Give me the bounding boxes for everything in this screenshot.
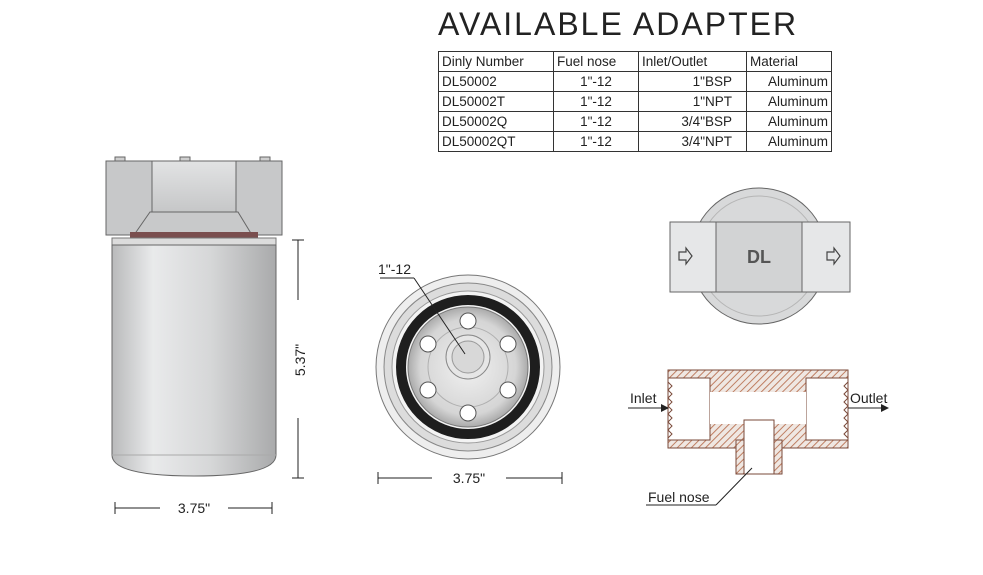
inlet-arrow-icon bbox=[678, 246, 693, 266]
bottom-hole bbox=[459, 404, 477, 422]
outlet-arrow-icon bbox=[826, 246, 841, 266]
bottom-width-label: 3.75" bbox=[453, 470, 485, 486]
fuel-nose-leader bbox=[715, 467, 753, 506]
cell-part-number: DL50002 bbox=[438, 71, 554, 92]
bottom-hole bbox=[419, 335, 437, 353]
cell-inlet-outlet: 1"BSP bbox=[638, 71, 747, 92]
page-title: AVAILABLE ADAPTER bbox=[438, 6, 799, 42]
thread-label: 1"-12 bbox=[378, 261, 411, 277]
header-dinly-number: Dinly Number bbox=[438, 51, 554, 72]
cell-material: Aluminum bbox=[746, 91, 832, 112]
canister-rim bbox=[111, 237, 277, 246]
outlet-thread bbox=[843, 381, 849, 439]
header-material: Material bbox=[746, 51, 832, 72]
filter-canister bbox=[111, 244, 277, 477]
filter-side-view: 5.37" 3.75" bbox=[105, 156, 308, 516]
inlet-bore bbox=[667, 377, 711, 441]
adapter-top-view: DL bbox=[669, 187, 851, 325]
table-header-row: Dinly Number Fuel nose Inlet/Outlet Mate… bbox=[438, 51, 832, 72]
logo-text: DL bbox=[747, 247, 771, 267]
inlet-thread bbox=[667, 381, 673, 439]
nose-bore bbox=[743, 419, 775, 475]
fuel-nose-label: Fuel nose bbox=[648, 489, 710, 505]
center-thread bbox=[451, 340, 485, 374]
table-row: DL50002 1"-12 1"BSP Aluminum bbox=[438, 71, 832, 92]
outlet-bore bbox=[805, 377, 849, 441]
head-outlet-port bbox=[801, 221, 851, 293]
bottom-gasket bbox=[396, 295, 540, 439]
thread-leader-line bbox=[413, 277, 466, 355]
adapter-table: Dinly Number Fuel nose Inlet/Outlet Mate… bbox=[438, 51, 832, 152]
cell-fuel-nose: 1"-12 bbox=[553, 131, 639, 152]
side-width-label: 3.75" bbox=[178, 500, 210, 516]
head-inlet-port bbox=[669, 221, 717, 293]
table-row: DL50002QT 1"-12 3/4"NPT Aluminum bbox=[438, 131, 832, 152]
bottom-hole bbox=[499, 381, 517, 399]
filter-bottom-view: 1"-12 3.75" bbox=[375, 261, 563, 486]
head-gasket bbox=[130, 232, 258, 238]
bottom-hole bbox=[459, 312, 477, 330]
outlet-label: Outlet bbox=[850, 390, 887, 406]
section-channel bbox=[710, 392, 806, 424]
table-row: DL50002Q 1"-12 3/4"BSP Aluminum bbox=[438, 111, 832, 132]
height-label: 5.37" bbox=[292, 344, 308, 376]
cell-inlet-outlet: 3/4"BSP bbox=[638, 111, 747, 132]
inlet-label: Inlet bbox=[630, 390, 657, 406]
cell-part-number: DL50002QT bbox=[438, 131, 554, 152]
bottom-hole bbox=[419, 381, 437, 399]
bottom-hole bbox=[499, 335, 517, 353]
head-boss bbox=[133, 211, 253, 236]
adapter-section-view: Inlet Outlet Fuel nose bbox=[628, 369, 889, 506]
cell-material: Aluminum bbox=[746, 131, 832, 152]
